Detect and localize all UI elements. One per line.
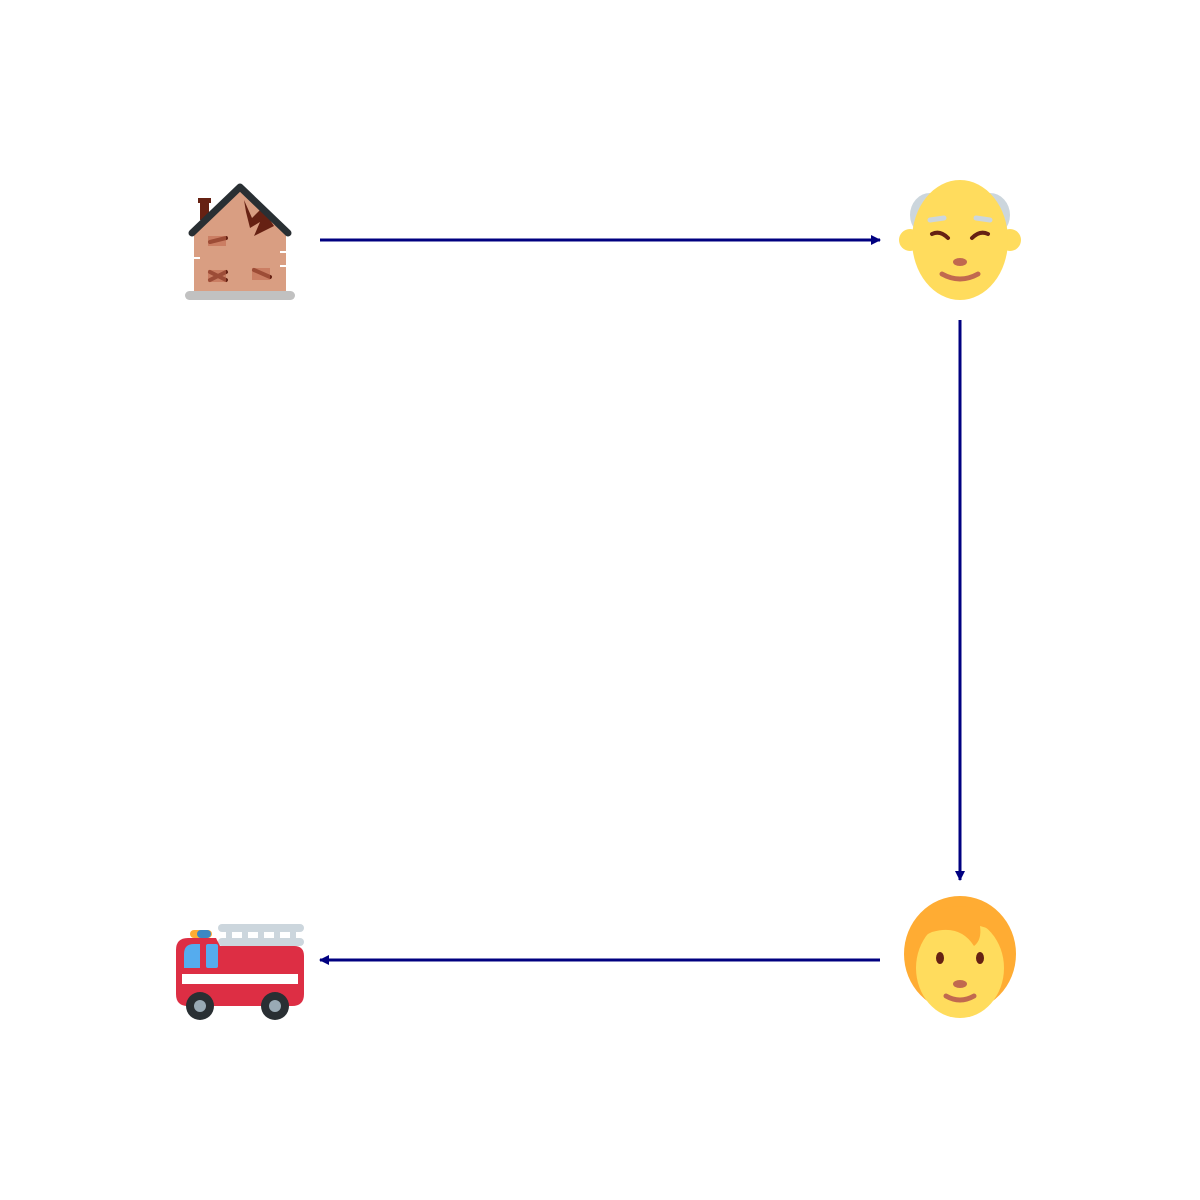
old-man-icon [899, 180, 1021, 300]
derelict-house-icon [185, 183, 295, 300]
fire-engine-icon [176, 924, 304, 1020]
person-icon [904, 896, 1016, 1018]
